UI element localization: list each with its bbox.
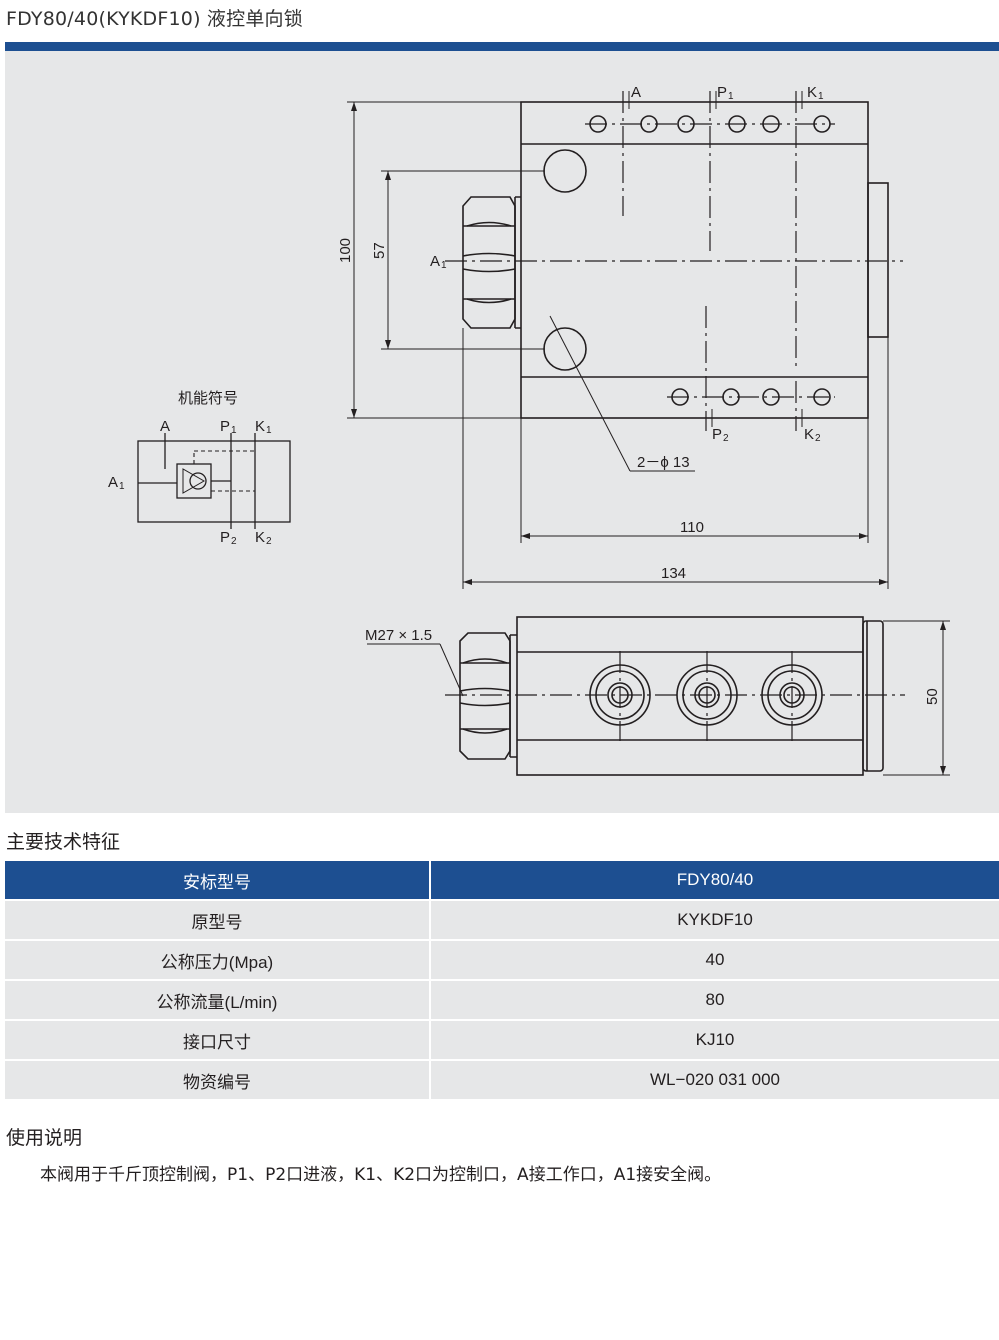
valve-body-front-view: [516, 616, 864, 776]
dimension-width-134: 134: [661, 565, 686, 582]
table-header-cell: 安标型号: [5, 861, 430, 900]
table-row: 原型号 KYKDF10: [5, 899, 999, 940]
title-rule: [5, 42, 999, 51]
table-cell: KYKDF10: [429, 899, 999, 940]
table-row: 物资编号 WL−020 031 000: [5, 1059, 999, 1099]
table-cell: 物资编号: [5, 1059, 430, 1099]
symbol-caption: 机能符号: [178, 390, 238, 407]
page-title: FDY80/40(KYKDF10) 液控单向锁: [6, 8, 303, 30]
dimension-thread: M27 × 1.5: [365, 627, 432, 644]
table-cell: KJ10: [429, 1019, 999, 1060]
port-label-k1-sub: 1: [818, 91, 824, 102]
table-cell: 原型号: [5, 899, 430, 940]
port-label-a1-sub: 1: [441, 260, 447, 271]
symbol-label-a1: A: [108, 474, 118, 491]
symbol-label-k2: K: [255, 529, 265, 546]
function-symbol-frame: [137, 440, 291, 523]
port-label-a: A: [631, 84, 641, 101]
table-header-cell: FDY80/40: [429, 861, 999, 900]
table-cell: 公称压力(Mpa): [5, 939, 430, 980]
dimension-width-110: 110: [680, 519, 704, 536]
port-label-p2: P: [712, 426, 722, 443]
dimension-height-100: 100: [337, 238, 354, 263]
technical-drawing: 机能符号 A P 1 K 1 A 1 P 2 K 2 A P 1 K 1 A 1…: [108, 84, 950, 776]
table-header-row: 安标型号 FDY80/40: [5, 861, 999, 900]
symbol-label-p2: P: [220, 529, 230, 546]
port-label-p1: P: [717, 84, 727, 101]
technical-drawing-panel: 机能符号 A P 1 K 1 A 1 P 2 K 2 A P 1 K 1 A 1…: [5, 51, 999, 813]
port-label-p2-sub: 2: [723, 433, 729, 444]
port-label-k1: K: [807, 84, 817, 101]
symbol-label-k-sub: 1: [266, 425, 272, 436]
table-cell: 接口尺寸: [5, 1019, 430, 1060]
port-label-k2-sub: 2: [815, 433, 821, 444]
usage-text: 本阀用于千斤顶控制阀，P1、P2口进液，K1、K2口为控制口，A接工作口，A1接…: [40, 1165, 722, 1185]
dimension-hole-pitch-57: 57: [371, 242, 388, 259]
usage-heading: 使用说明: [6, 1127, 83, 1149]
dimension-depth-50: 50: [924, 688, 941, 705]
port-label-k2: K: [804, 426, 814, 443]
table-row: 接口尺寸 KJ10: [5, 1019, 999, 1060]
valve-body-top-view: [520, 101, 869, 419]
symbol-label-p2-sub: 2: [231, 536, 237, 547]
port-label-a1: A: [430, 253, 440, 270]
symbol-label-p-sub: 1: [231, 425, 237, 436]
table-row: 公称压力(Mpa) 40: [5, 939, 999, 980]
port-label-p1-sub: 1: [728, 91, 734, 102]
symbol-label-k2-sub: 2: [266, 536, 272, 547]
table-cell: 80: [429, 979, 999, 1020]
symbol-label-k: K: [255, 418, 265, 435]
specs-heading: 主要技术特征: [6, 831, 121, 853]
table-cell: 40: [429, 939, 999, 980]
table-cell: WL−020 031 000: [429, 1059, 999, 1099]
symbol-label-a1-sub: 1: [119, 481, 125, 492]
table-row: 公称流量(L/min) 80: [5, 979, 999, 1020]
symbol-label-a: A: [160, 418, 170, 435]
table-cell: 公称流量(L/min): [5, 979, 430, 1020]
symbol-label-p: P: [220, 418, 230, 435]
dimension-holes: 2－ϕ 13: [637, 454, 690, 471]
spec-table: 安标型号 FDY80/40 原型号 KYKDF10 公称压力(Mpa) 40 公…: [5, 861, 999, 1099]
